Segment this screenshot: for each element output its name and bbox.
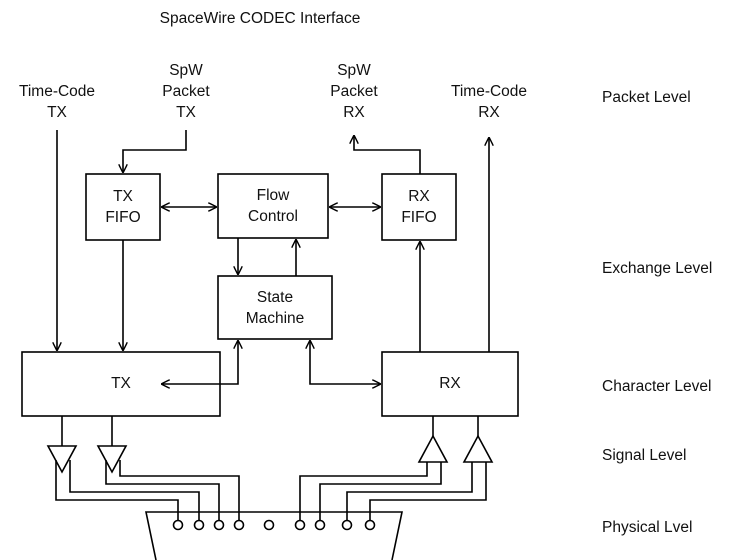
tx-driver-2 xyxy=(96,445,128,474)
statemachine-rx-arrow xyxy=(310,341,380,384)
level-physical: Physical Lvel xyxy=(602,519,693,536)
level-character: Character Level xyxy=(602,378,712,395)
tx-statemachine-arrow xyxy=(162,341,238,384)
spw-packet-rx-arrow xyxy=(354,136,421,174)
state-machine-box xyxy=(217,275,333,340)
level-exchange: Exchange Level xyxy=(602,260,713,277)
level-packet: Packet Level xyxy=(602,89,691,106)
level-signal: Signal Level xyxy=(602,447,687,464)
rx-fifo-box xyxy=(381,173,457,241)
spw-packet-tx-arrow xyxy=(123,130,187,172)
rx-label: RX xyxy=(439,375,461,392)
rx-receiver-2 xyxy=(462,434,494,463)
tx-label: TX xyxy=(111,375,131,392)
diagram-title: SpaceWire CODEC Interface xyxy=(159,10,361,27)
rx-receiver-1 xyxy=(417,434,449,463)
rx-box xyxy=(381,351,519,417)
connector-shell xyxy=(145,511,403,560)
flow-control-box xyxy=(217,173,329,239)
tx-driver-1 xyxy=(46,445,78,474)
